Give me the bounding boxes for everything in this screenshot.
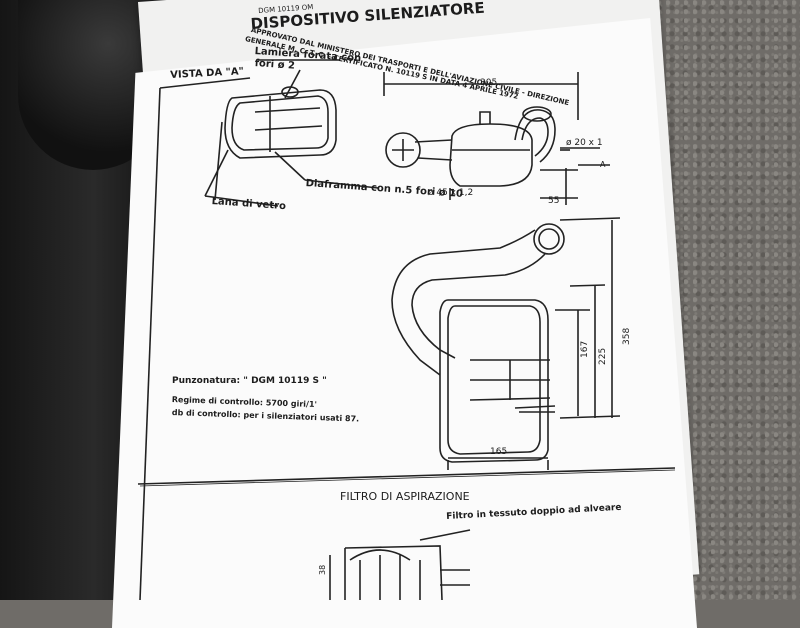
filter-drawing — [329, 529, 471, 600]
dim-305: 305 — [480, 78, 498, 88]
dim-a: A — [600, 160, 606, 169]
punzonatura-label: Punzonatura: " DGM 10119 S " — [172, 376, 327, 386]
dim-225: 225 — [598, 347, 608, 365]
frame-top-line — [159, 77, 251, 89]
dim-167: 167 — [580, 340, 590, 358]
main-view-drawing — [391, 217, 621, 470]
frame-left-line — [139, 87, 161, 600]
paper-sheet — [112, 18, 697, 628]
filtro-title: FILTRO DI ASPIRAZIONE — [340, 490, 470, 503]
dim-38: 38 — [318, 564, 327, 575]
dim-55: 55 — [548, 196, 560, 206]
technical-drawing — [137, 59, 676, 600]
dim-358: 358 — [622, 327, 632, 345]
frame-separator-line — [137, 467, 676, 485]
section-view-drawing — [204, 59, 379, 207]
dim-165: 165 — [490, 447, 508, 457]
side-view-drawing — [383, 72, 610, 205]
dim-45: ø 45 x 1,2 — [428, 188, 474, 198]
dim-20x1: ø 20 x 1 — [566, 138, 603, 148]
